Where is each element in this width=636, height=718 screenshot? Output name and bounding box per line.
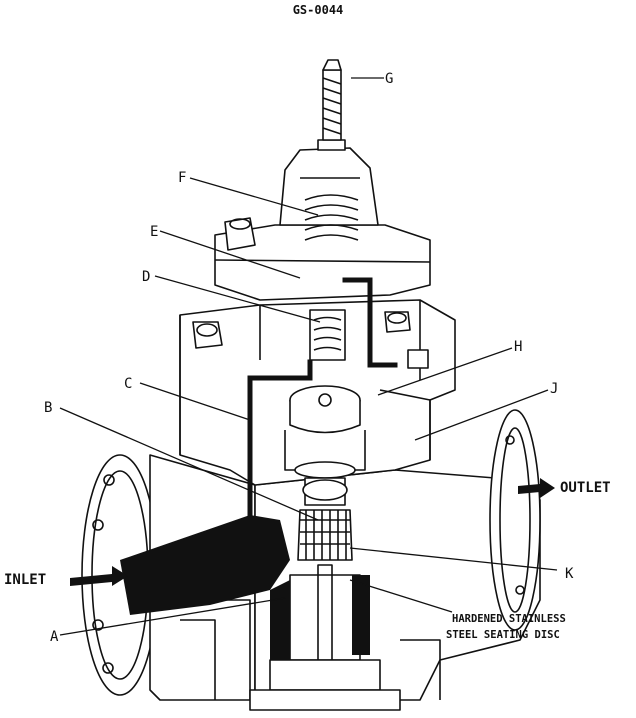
label-d: D bbox=[142, 269, 150, 285]
label-j: J bbox=[550, 381, 558, 397]
outlet-arrow bbox=[518, 478, 555, 498]
label-e: E bbox=[150, 224, 158, 240]
inlet-passage bbox=[120, 515, 290, 615]
label-f: F bbox=[178, 170, 186, 186]
label-g: G bbox=[385, 71, 393, 87]
label-c: C bbox=[124, 376, 132, 392]
lower-chamber-right bbox=[352, 575, 370, 655]
document-id: GS-0044 bbox=[293, 3, 344, 17]
pilot-passage bbox=[247, 277, 398, 518]
label-h: H bbox=[514, 339, 522, 355]
label-k: K bbox=[565, 566, 574, 582]
leader-lines bbox=[59, 77, 558, 636]
label-b: B bbox=[44, 400, 52, 416]
disc-caption-line2: STEEL SEATING DISC bbox=[446, 629, 560, 641]
inlet-arrow bbox=[70, 566, 128, 586]
outlet-label: OUTLET bbox=[560, 480, 611, 496]
inlet-label: INLET bbox=[4, 572, 46, 588]
disc-caption-line1: HARDENED STAINLESS bbox=[452, 613, 566, 625]
label-a: A bbox=[50, 629, 59, 645]
lower-chamber bbox=[270, 580, 290, 660]
